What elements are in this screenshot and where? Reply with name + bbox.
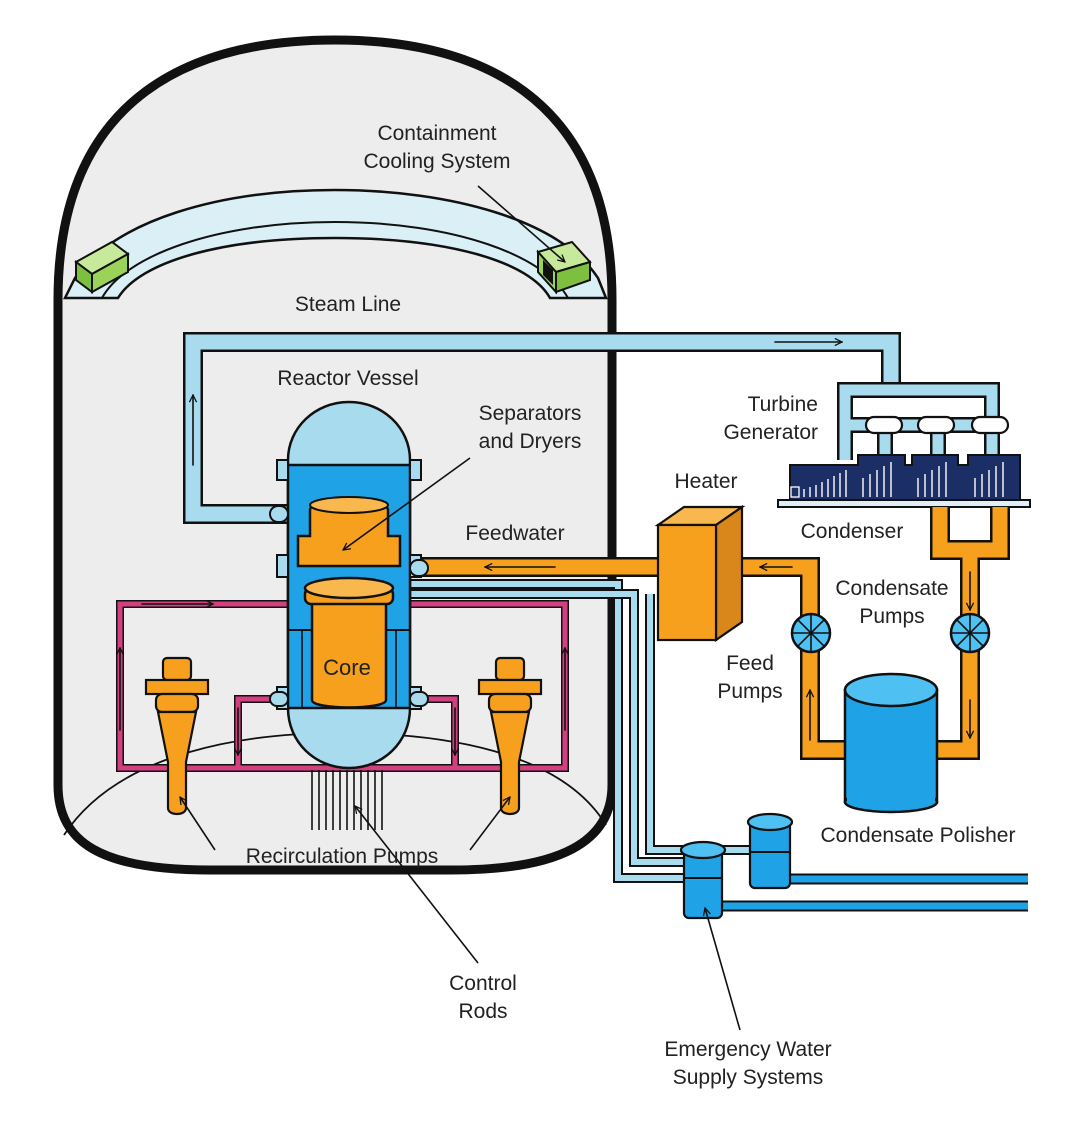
turbine-nozzle-2 [916,415,956,435]
recirculation-pump-left [144,656,210,816]
separators-and-dryers [296,496,402,568]
label-feed-pumps-line1: Feed [726,652,774,675]
label-steam-line: Steam Line [295,293,401,316]
label-containment-cooling-line2: Cooling System [363,150,510,173]
label-separators-dryers-line1: Separators [479,402,582,425]
cooling-arch-inner [101,220,569,299]
leader-recirc-pump-right [469,797,510,851]
leader-control-rods [355,806,479,964]
label-condensate-pumps-line1: Condensate [835,577,948,600]
leader-emergency-water [705,908,741,1031]
label-control-rods-line1: Control [449,972,517,995]
label-control-rods-line2: Rods [458,1000,507,1023]
label-separators-dryers-line2: and Dryers [479,430,582,453]
condensate-pump [949,612,991,654]
leader-separators-dryers [343,457,471,550]
label-condensate-polisher: Condensate Polisher [821,824,1016,847]
label-containment-cooling-line1: Containment [377,122,496,145]
label-condenser: Condenser [801,520,904,543]
turbine-nozzle-3 [970,415,1010,435]
label-feed-pumps-line2: Pumps [717,680,782,703]
control-rods [311,770,383,830]
leader-containment-cooling [477,185,565,262]
label-turbine-generator-line1: Turbine [748,393,818,416]
labels: Containment Cooling System Steam Line Re… [246,122,1016,1089]
label-emergency-water-line1: Emergency Water [664,1038,831,1061]
label-heater: Heater [674,470,737,493]
label-feedwater: Feedwater [465,522,564,545]
emergency-pump-back [746,812,794,890]
turbine-generator [777,454,1031,508]
label-recirculation-pumps: Recirculation Pumps [246,845,439,868]
reactor-core [303,576,395,709]
turbine-base-plate [777,499,1031,508]
recirculation-pump-right [477,656,543,816]
label-turbine-generator-line2: Generator [723,421,818,444]
condensate-polisher [843,672,939,814]
label-condensate-pumps-line2: Pumps [859,605,924,628]
feedwater-heater [654,504,746,643]
containment-cooler-left [74,240,130,294]
cooling-arch-ring [62,188,608,300]
emergency-pump-front [679,840,727,920]
feed-pump [790,612,832,654]
leader-recirc-pump-left [180,797,216,851]
turbine-steam-manifold [837,382,1010,460]
emergency-water-pipes [408,579,1028,912]
label-core: Core [323,655,371,680]
leader-lines [180,185,741,1031]
label-emergency-water-line2: Supply Systems [673,1066,824,1089]
turbine-nozzle-1 [864,415,904,435]
label-reactor-vessel: Reactor Vessel [277,367,418,390]
